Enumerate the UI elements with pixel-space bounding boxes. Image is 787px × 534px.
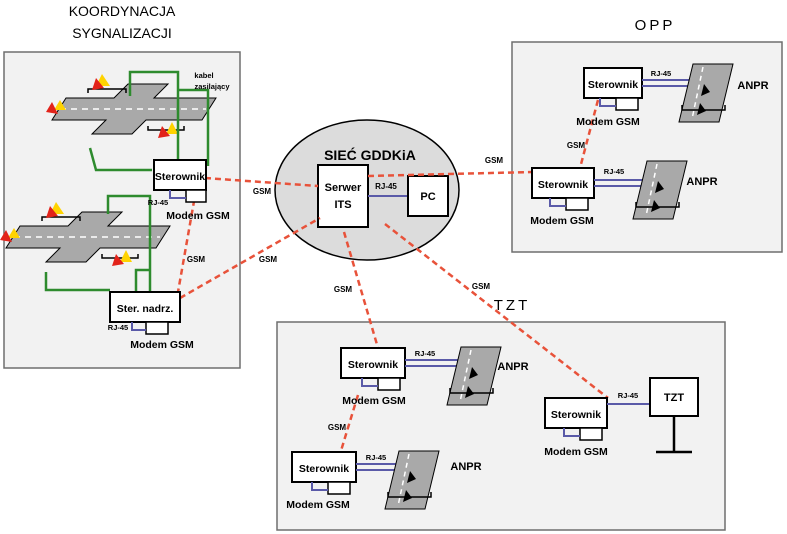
sterownik-label: Sterownik [588,79,638,91]
zasilajacy-label: zasilający [194,82,230,91]
ster-nadrz-box [109,291,181,323]
rj45-link [563,428,580,437]
its-label: ITS [334,199,351,211]
gsm-label: GSM [253,187,272,196]
rj45-label: RJ-45 [415,349,435,358]
modem-box [145,321,169,335]
sterownik-label: Sterownik [299,463,349,475]
gsm-label: GSM [485,156,504,165]
sterownik-label: Sterownik [538,179,588,191]
gsm-label: GSM [334,285,353,294]
pc-label: PC [420,191,435,203]
tzt-device-box [649,377,699,417]
rj45-link [311,482,328,491]
anpr-label: ANPR [497,361,528,373]
rj45-link [131,322,146,331]
gsm-label: GSM [567,141,586,150]
rj45-link [549,198,566,207]
gsm-label: GSM [328,423,347,432]
sterownik-label: Sterownik [551,409,601,421]
rj45-label: RJ-45 [148,198,168,207]
sterownik-box [531,167,595,199]
modem-gsm-label: Modem GSM [342,395,406,407]
sterownik-box [340,347,406,379]
sterownik-label: Sterownik [155,171,205,183]
rj45-link [599,98,616,107]
tzt-device-label: TZT [664,392,684,404]
serwer-its-box [317,164,369,228]
koordynacja-title-line2: SYGNALIZACJI [72,25,172,41]
tzt-title: TZT [494,297,531,314]
gsm-label: GSM [259,255,278,264]
rj45-label: RJ-45 [651,69,671,78]
ster-nadrz-label: Ster. nadrz. [117,303,174,315]
kabel-label: kabel [194,71,213,80]
rj45-label: RJ-45 [618,391,638,400]
modem-box [185,189,207,203]
modem-gsm-label: Modem GSM [286,499,350,511]
serwer-pc-link-label: RJ-45 [375,182,397,191]
modem-gsm-label: Modem GSM [530,215,594,227]
modem-gsm-label: Modem GSM [576,116,640,128]
sterownik-label: Sterownik [348,359,398,371]
modem-gsm-label: Modem GSM [166,210,230,222]
rj45-label: RJ-45 [108,323,128,332]
rj45-link [169,190,186,199]
modem-gsm-label: Modem GSM [544,446,608,458]
siec-gddkia-label: SIEĆ GDDKiA [324,146,416,163]
anpr-label: ANPR [686,176,717,188]
anpr-label: ANPR [737,80,768,92]
gsm-label: GSM [472,282,491,291]
rj45-label: RJ-45 [366,453,386,462]
sterownik-box [291,451,357,483]
koordynacja-title-line1: KOORDYNACJA [69,3,176,19]
rj45-link [361,378,378,387]
sterownik-box [544,397,608,429]
opp-title: OPP [635,17,676,34]
modem-box [327,481,351,495]
modem-box [615,97,639,111]
modem-gsm-label: Modem GSM [130,339,194,351]
modem-box [579,427,603,441]
gsm-links [176,99,609,455]
modem-box [377,377,401,391]
rj45-label: RJ-45 [604,167,624,176]
sterownik-box [153,159,207,191]
pc-box [407,175,449,217]
anpr-label: ANPR [450,461,481,473]
serwer-label: Serwer [325,182,362,194]
gsm-label: GSM [187,255,206,264]
modem-box [565,197,589,211]
sterownik-box [583,67,643,99]
